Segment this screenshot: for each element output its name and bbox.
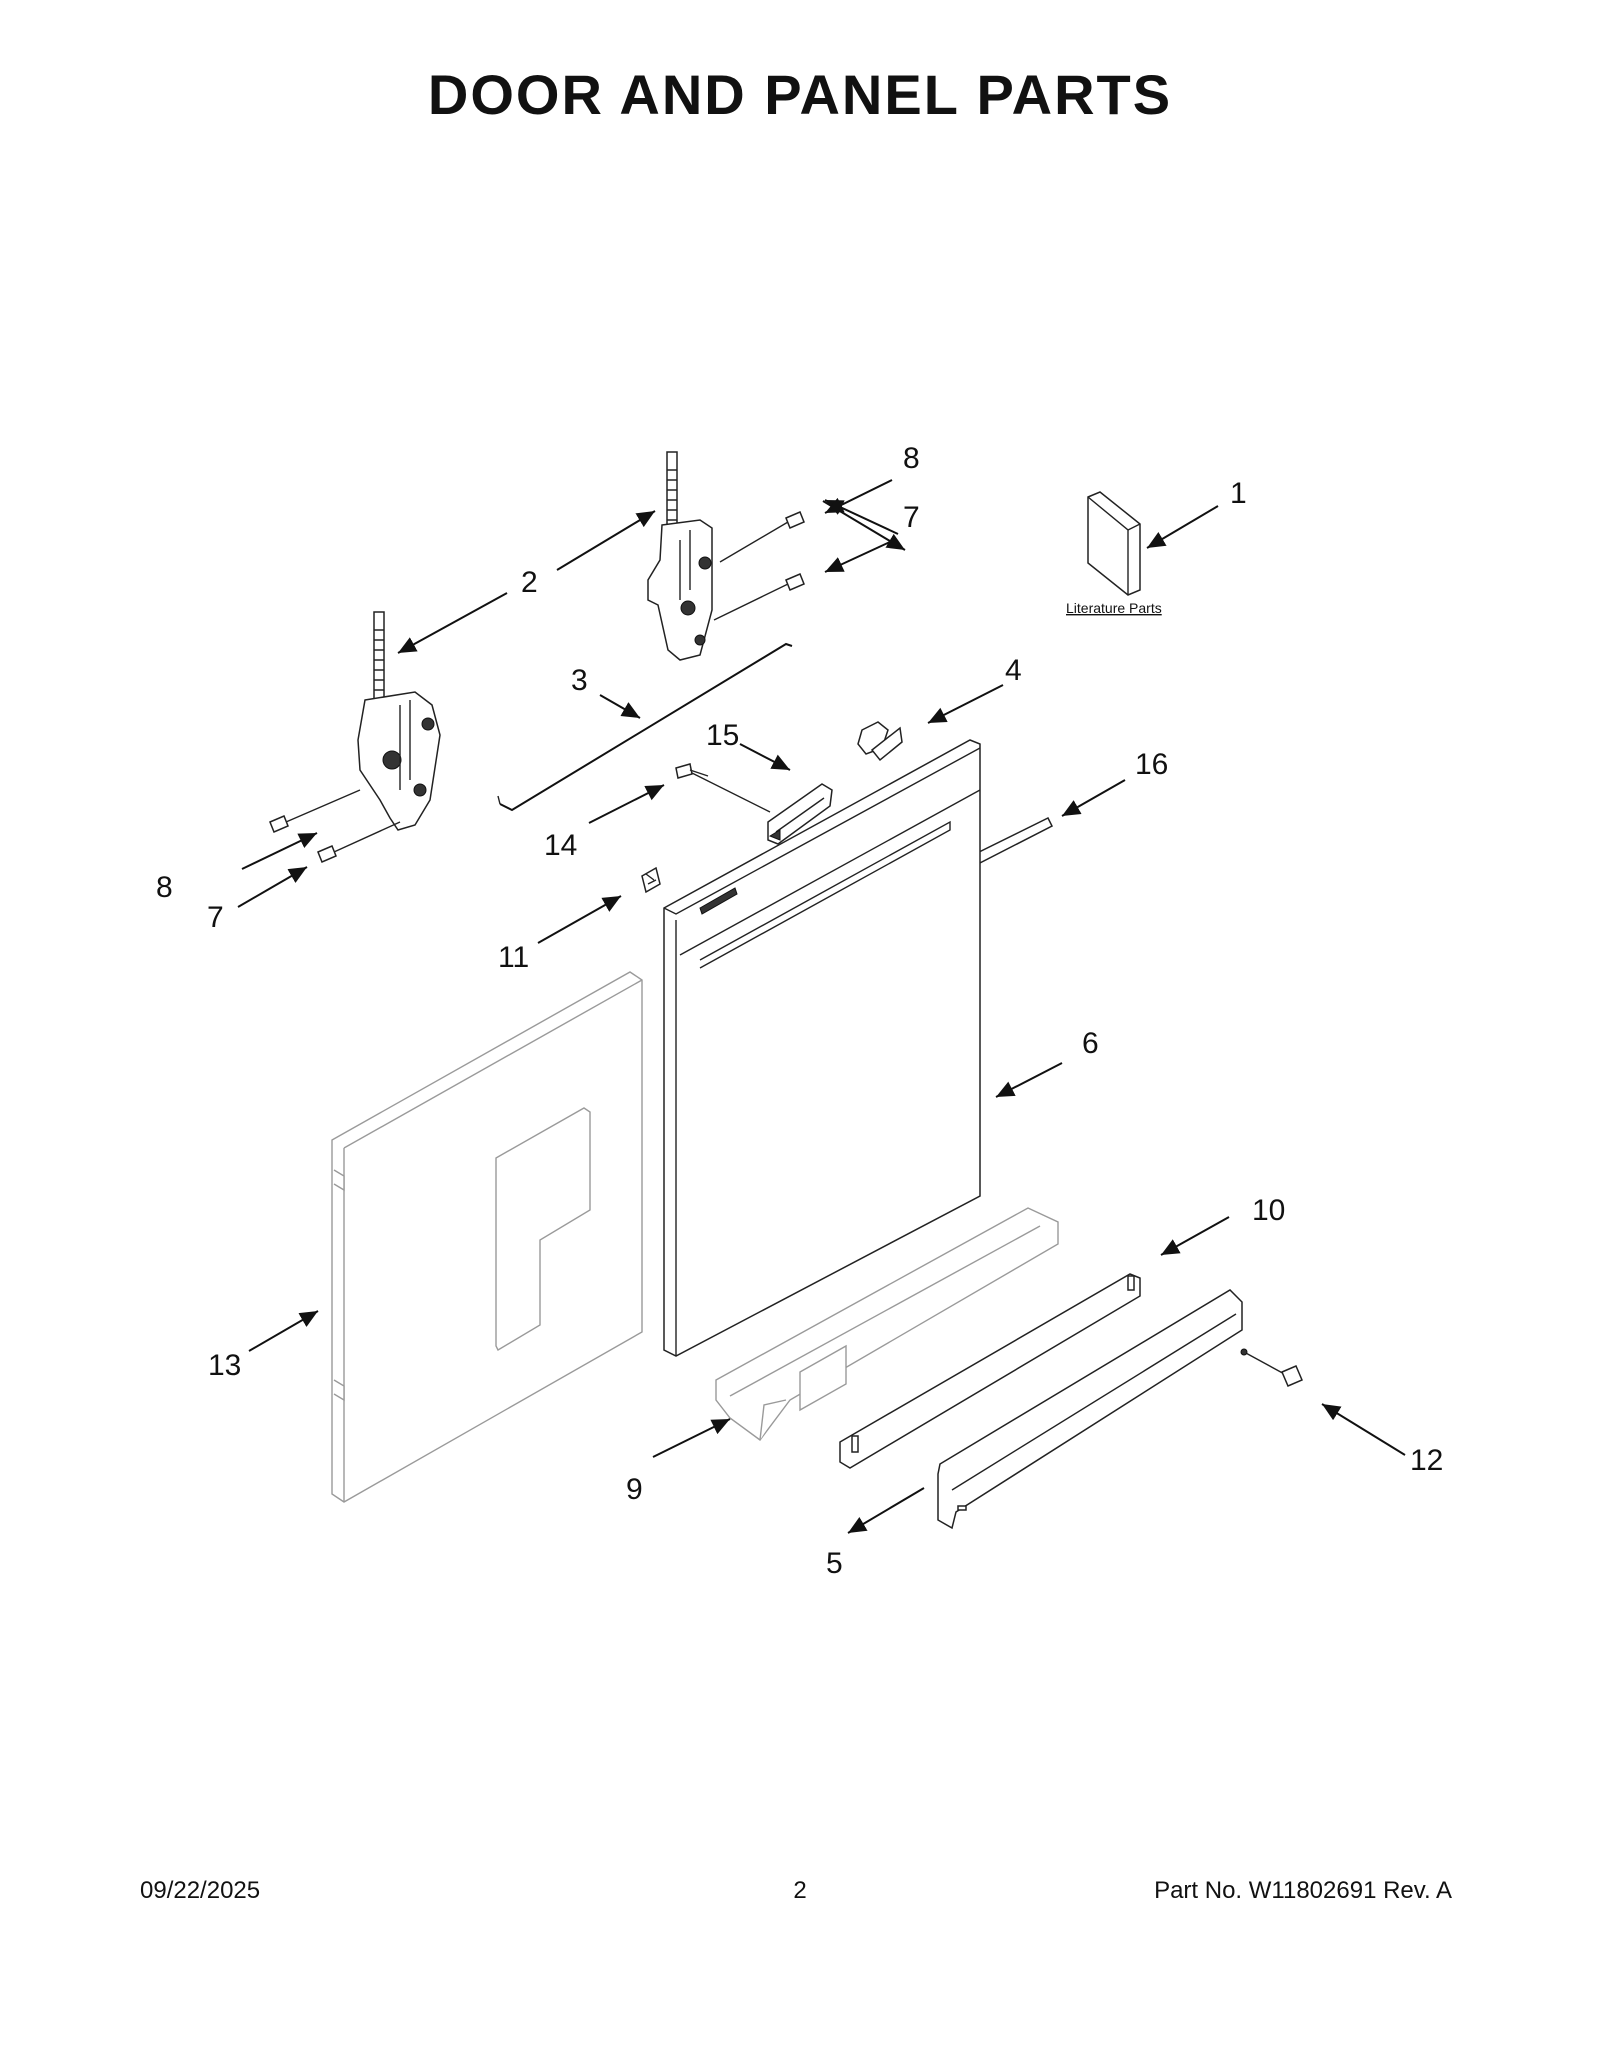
callout-16: 16 bbox=[1135, 748, 1168, 781]
outer-door-panel-icon bbox=[663, 739, 981, 1357]
bottom-rail-icon bbox=[937, 1289, 1243, 1530]
literature-parts-label: Literature Parts bbox=[1066, 600, 1162, 616]
callout-13: 13 bbox=[208, 1349, 241, 1382]
kick-plate-icon bbox=[715, 1207, 1059, 1441]
leader-lines bbox=[237, 499, 1406, 1534]
callout-1: 1 bbox=[1230, 477, 1247, 510]
leader-lines-top-right bbox=[824, 479, 893, 573]
footer-date: 09/22/2025 bbox=[140, 1877, 261, 1904]
door-latch-icon bbox=[689, 771, 833, 845]
footer-part-number: Part No. W11802691 Rev. A bbox=[1154, 1877, 1452, 1904]
hinge-left-icon bbox=[357, 611, 441, 831]
callout-numbers: 1 2 3 4 5 6 7 7 8 8 9 10 11 12 13 14 15 … bbox=[156, 442, 1443, 1580]
page-title: DOOR AND PANEL PARTS bbox=[427, 63, 1173, 126]
callout-8-right: 8 bbox=[903, 442, 920, 475]
callout-14: 14 bbox=[544, 829, 577, 862]
callout-11: 11 bbox=[498, 941, 529, 974]
hinge-screws-left-icon bbox=[269, 789, 401, 863]
clip-icon bbox=[641, 866, 661, 894]
callout-12: 12 bbox=[1410, 1444, 1443, 1477]
callout-15: 15 bbox=[706, 719, 739, 752]
inner-door-liner-icon bbox=[331, 971, 643, 1503]
callout-7-right: 7 bbox=[903, 501, 920, 534]
callout-10: 10 bbox=[1252, 1194, 1285, 1227]
hinge-right-icon bbox=[647, 451, 713, 661]
footer-page-number: 2 bbox=[793, 1877, 807, 1904]
callout-7-left: 7 bbox=[207, 901, 224, 934]
callout-6: 6 bbox=[1082, 1027, 1099, 1060]
callout-5: 5 bbox=[826, 1547, 843, 1580]
callout-3: 3 bbox=[571, 664, 588, 697]
door-rod-icon bbox=[497, 642, 793, 812]
screw-icon bbox=[675, 763, 709, 779]
callout-2: 2 bbox=[521, 566, 538, 599]
lower-bracket-strip-icon bbox=[839, 1273, 1141, 1469]
callout-8-left: 8 bbox=[156, 871, 173, 904]
bracket-icon bbox=[857, 721, 903, 762]
screw-bottom-icon bbox=[1240, 1348, 1303, 1387]
literature-parts-icon: Literature Parts bbox=[1066, 491, 1162, 616]
callout-4: 4 bbox=[1005, 654, 1022, 687]
callout-9: 9 bbox=[626, 1473, 643, 1506]
hinge-screws-right-icon bbox=[713, 511, 805, 621]
